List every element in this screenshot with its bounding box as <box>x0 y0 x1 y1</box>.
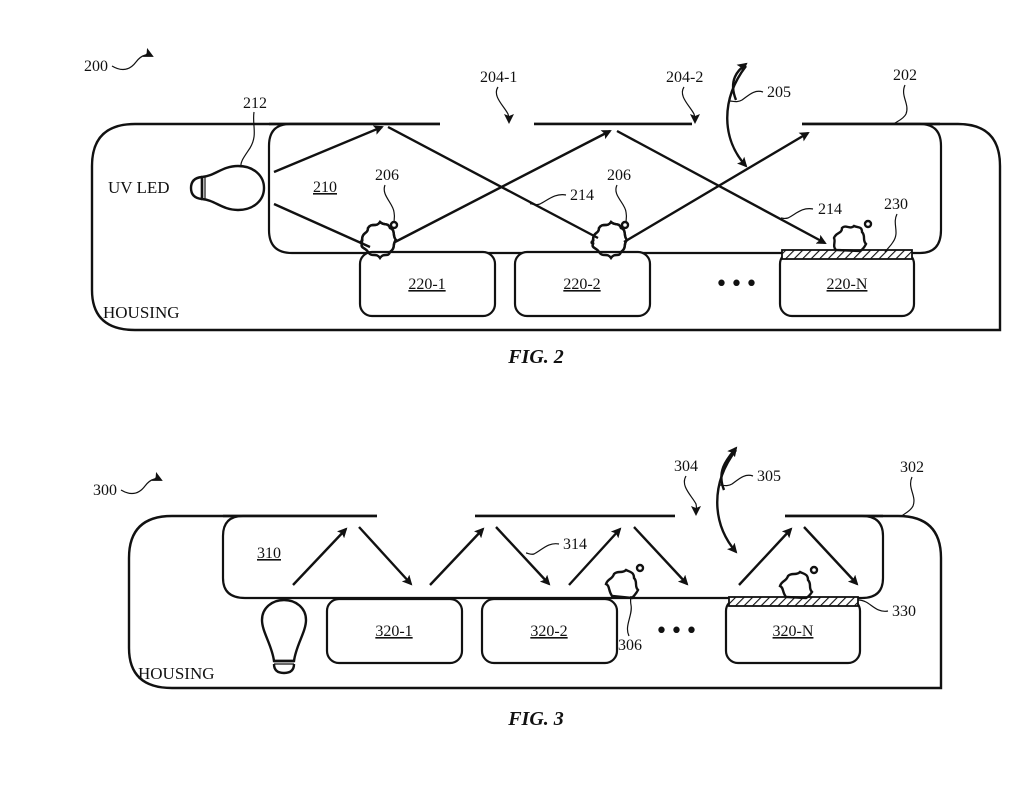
motion-arrow-205-up <box>731 62 748 101</box>
uv-ray <box>623 131 810 244</box>
opening-204-2 <box>692 118 802 130</box>
particle-206-overlay <box>360 220 398 261</box>
module-label: 220-N <box>827 276 868 293</box>
ref-230-label: 230 <box>884 196 908 213</box>
ref-206-leader-1 <box>383 184 396 223</box>
particle-on-coating-icon <box>778 565 819 600</box>
module-label: 220-2 <box>563 276 600 293</box>
ref-205-leader <box>729 90 764 103</box>
ref-304-arrow <box>683 475 702 516</box>
ref-300-label: 300 <box>93 482 117 499</box>
ref-214-leader-2 <box>780 208 814 220</box>
ref-306-leader <box>626 595 632 637</box>
opening-gap <box>377 510 475 522</box>
led-bulb-icon <box>260 598 308 675</box>
chamber-310 <box>221 514 885 600</box>
figure-2: 200 HOUSING 210 UV LED 212 <box>84 47 1002 368</box>
uv-ray <box>387 125 599 240</box>
ref-230-leader <box>884 213 898 253</box>
ref-202-label: 202 <box>893 67 917 84</box>
ref-214-leader-1 <box>529 194 567 206</box>
ref-314-label: 314 <box>563 536 587 553</box>
ref-302-label: 302 <box>900 459 924 476</box>
ref-305-label: 305 <box>757 468 781 485</box>
ref-204-2-arrow <box>681 86 700 124</box>
uv-ray <box>495 526 551 586</box>
ellipsis: ••• <box>655 619 700 644</box>
chamber-210 <box>267 122 943 255</box>
module-320-2: 320-2 <box>480 597 619 665</box>
ref-212-label: 212 <box>243 95 267 112</box>
ref-206-label-2: 206 <box>607 167 631 184</box>
module-220-1: 220-1 <box>358 250 497 318</box>
uv-ray <box>616 129 827 245</box>
ref-214-label-2: 214 <box>818 201 842 218</box>
uv-ray <box>633 526 689 586</box>
chamber-label-310: 310 <box>257 545 281 562</box>
ref-300-leader <box>120 471 163 495</box>
ref-302-leader <box>901 476 915 517</box>
module-label: 220-1 <box>408 276 445 293</box>
housing-label: HOUSING <box>103 303 180 322</box>
uv-ray <box>292 527 348 586</box>
module-label: 320-1 <box>375 623 412 640</box>
ref-200-leader <box>111 47 154 71</box>
uv-ray <box>738 527 793 586</box>
uv-ray <box>803 526 859 586</box>
ref-214-label-1: 214 <box>570 187 594 204</box>
ref-200-label: 200 <box>84 58 108 75</box>
uv-ray <box>429 527 485 586</box>
ref-330-label: 330 <box>892 603 916 620</box>
module-320-1: 320-1 <box>325 597 464 665</box>
particle-306-icon <box>604 563 645 600</box>
ref-306-label: 306 <box>618 637 642 654</box>
module-220-n: 220-N <box>778 249 916 318</box>
ref-206-label-1: 206 <box>375 167 399 184</box>
housing-label: HOUSING <box>138 664 215 683</box>
ref-305-leader <box>719 474 754 487</box>
ref-212-leader <box>240 111 255 168</box>
ref-204-1-arrow <box>495 86 514 124</box>
module-320-n: 320-N <box>724 596 862 665</box>
particle-on-coating-icon <box>832 219 873 253</box>
particle-206-overlay <box>591 220 629 261</box>
ref-330-leader <box>857 599 889 612</box>
housing-outline <box>127 514 943 690</box>
ellipsis: ••• <box>715 272 760 297</box>
ref-314-leader <box>525 543 560 555</box>
figure-3-caption: FIG. 3 <box>507 708 564 730</box>
opening-204-1 <box>440 118 534 130</box>
uv-led-label: UV LED <box>108 178 170 197</box>
chamber-label-210: 210 <box>313 179 337 196</box>
module-label: 320-N <box>773 623 814 640</box>
ref-202-leader <box>893 84 908 125</box>
uv-ray <box>358 526 413 586</box>
uv-ray <box>273 125 384 174</box>
ref-205-label: 205 <box>767 84 791 101</box>
module-220-2: 220-2 <box>513 250 652 318</box>
uv-ray <box>568 527 622 586</box>
uv-ray <box>273 202 371 249</box>
housing-outline <box>90 122 1002 332</box>
module-label: 320-2 <box>530 623 567 640</box>
figure-3: 300 HOUSING 310 314 <box>93 446 943 730</box>
motion-arrow-205 <box>726 65 748 168</box>
ref-206-leader-2 <box>615 184 628 223</box>
uv-led-bulb-icon <box>189 164 266 212</box>
ref-304-label: 304 <box>674 458 698 475</box>
figure-2-caption: FIG. 2 <box>507 346 564 368</box>
uv-ray <box>394 129 612 244</box>
ref-204-2-label: 204-2 <box>666 69 703 86</box>
motion-arrow-305 <box>716 449 738 554</box>
ref-204-1-label: 204-1 <box>480 69 517 86</box>
opening-304 <box>675 510 785 522</box>
